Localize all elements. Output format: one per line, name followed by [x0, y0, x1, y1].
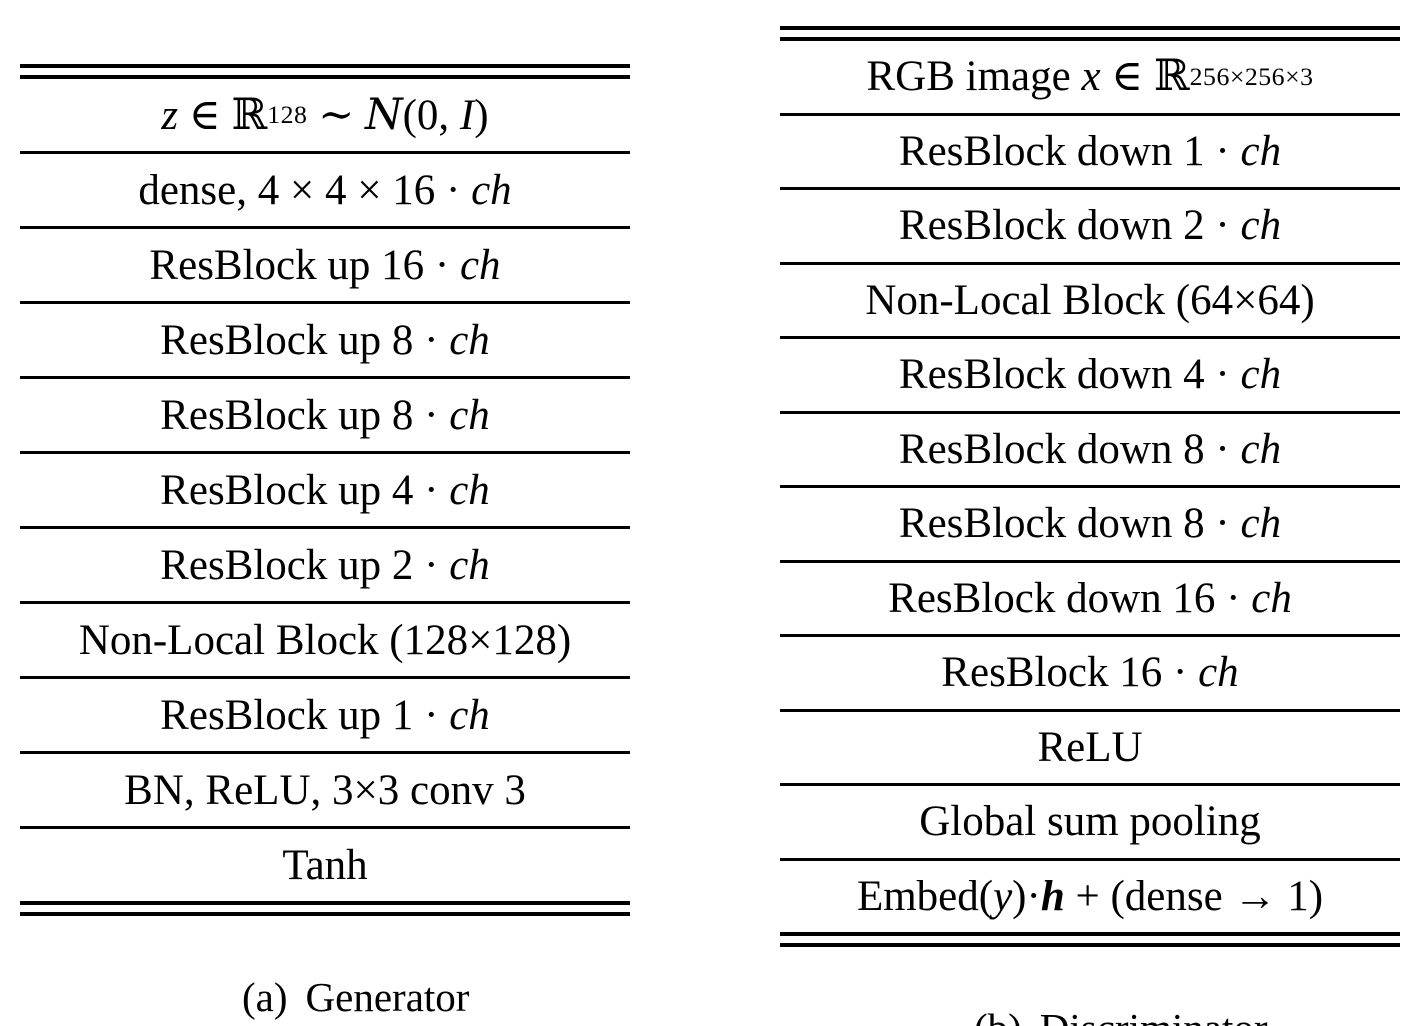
row-text-segment: )· — [1012, 872, 1041, 920]
row-text-segment: ch — [1240, 500, 1282, 548]
row-text-segment: ch — [459, 241, 501, 289]
row-text-segment: + (dense → 1) — [1064, 872, 1324, 920]
table-row: ResBlock down 1 · ch — [780, 116, 1400, 190]
bottom-double-rule — [20, 901, 630, 916]
table-row: dense, 4 × 4 × 16 · ch — [20, 154, 630, 229]
row-text-segment: ch — [1240, 127, 1282, 175]
table-row: ResBlock up 16 · ch — [20, 229, 630, 304]
row-text-segment: Non-Local Block (128×128) — [78, 616, 572, 664]
row-text-segment: ℝ — [1153, 53, 1190, 101]
row-text-segment: ch — [1251, 574, 1292, 622]
row-text-segment: ch — [449, 691, 490, 739]
row-text-segment: z — [161, 91, 179, 139]
row-text-segment: ch — [1240, 351, 1282, 399]
row-text-segment: ch — [1198, 649, 1239, 697]
table-row: Global sum pooling — [780, 786, 1400, 861]
row-text-segment: (0, — [402, 91, 460, 139]
table-row: Tanh — [20, 829, 630, 901]
row-text-segment: x — [1081, 53, 1101, 101]
row-text-segment: Tanh — [282, 841, 368, 889]
row-text-segment: ∈ — [178, 91, 232, 139]
row-text-segment: ResBlock down 8 · — [898, 425, 1241, 473]
table-row: ResBlock up 2 · ch — [20, 529, 630, 604]
row-text-segment: h — [1040, 872, 1065, 920]
row-text-segment: Global sum pooling — [919, 798, 1261, 846]
row-text-segment: ch — [1240, 425, 1282, 473]
row-text-segment: y — [993, 872, 1013, 920]
top-double-rule — [780, 26, 1400, 41]
row-text-segment: BN, ReLU, 3×3 conv 3 — [124, 766, 526, 814]
row-text-segment: ) — [474, 91, 489, 139]
caption-text: Discriminator — [1040, 1005, 1268, 1026]
row-text-segment: ResBlock 16 · — [941, 649, 1199, 697]
table-row: BN, ReLU, 3×3 conv 3 — [20, 754, 630, 829]
caption-tag: (a) — [242, 974, 288, 1020]
row-text-segment: ∈ — [1100, 53, 1154, 101]
row-text-segment: I — [459, 91, 475, 139]
row-text-segment: RGB image — [866, 53, 1082, 101]
caption-tag: (b) — [974, 1005, 1022, 1026]
table-row: ResBlock down 8 · ch — [780, 488, 1400, 563]
top-double-rule — [20, 64, 630, 79]
table-row: ResBlock up 4 · ch — [20, 454, 630, 529]
table-row: ResBlock 16 · ch — [780, 637, 1400, 712]
table-row: ResBlock down 16 · ch — [780, 563, 1400, 637]
row-text-segment: ResBlock up 16 · — [149, 241, 460, 289]
caption-text: Generator — [305, 974, 470, 1020]
table-row: ResBlock up 8 · ch — [20, 304, 630, 379]
row-text-segment: ResBlock down 16 · — [888, 574, 1252, 622]
row-text-segment: Embed( — [856, 872, 994, 920]
row-text-segment: ℝ — [231, 91, 268, 139]
row-text-segment: N — [364, 89, 403, 140]
table-row: ResBlock up 8 · ch — [20, 379, 630, 454]
row-text-segment: ch — [471, 166, 512, 214]
table-row: ResBlock down 8 · ch — [780, 414, 1400, 488]
bottom-double-rule — [780, 932, 1400, 947]
row-text-segment: ch — [449, 541, 490, 589]
table-row: ResBlock down 2 · ch — [780, 190, 1400, 265]
row-text-segment: ReLU — [1037, 723, 1143, 771]
row-text-segment: ch — [449, 391, 490, 439]
row-text-segment: ∼ — [307, 91, 365, 139]
table-row: Embed(y)·h + (dense → 1) — [780, 861, 1400, 933]
row-text-segment: ResBlock up 4 · — [160, 466, 450, 514]
table-row: Non-Local Block (128×128) — [20, 604, 630, 679]
row-text-segment: ResBlock down 8 · — [898, 500, 1241, 548]
generator-caption: (a) Generator — [20, 925, 630, 1026]
row-text-segment: ch — [449, 316, 490, 364]
row-text-segment: ResBlock down 1 · — [898, 127, 1241, 175]
row-text-segment: ResBlock up 8 · — [160, 391, 450, 439]
row-text-segment: ResBlock up 2 · — [160, 541, 450, 589]
row-text-segment: dense, 4 × 4 × 16 · — [138, 166, 472, 214]
row-text-segment: ResBlock down 2 · — [898, 202, 1241, 250]
row-text-segment: ResBlock down 4 · — [898, 351, 1241, 399]
row-text-segment: ch — [449, 466, 490, 514]
row-text-segment: ResBlock up 8 · — [160, 316, 450, 364]
row-text-segment: Non-Local Block (64×64) — [865, 276, 1315, 324]
table-row: Non-Local Block (64×64) — [780, 265, 1400, 339]
table-row: ResBlock down 4 · ch — [780, 339, 1400, 414]
row-text-segment: ch — [1240, 202, 1282, 250]
table-row: ResBlock up 1 · ch — [20, 679, 630, 754]
row-text-segment: ResBlock up 1 · — [160, 691, 450, 739]
discriminator-caption: (b) Discriminator — [780, 956, 1400, 1026]
table-row: ReLU — [780, 712, 1400, 786]
